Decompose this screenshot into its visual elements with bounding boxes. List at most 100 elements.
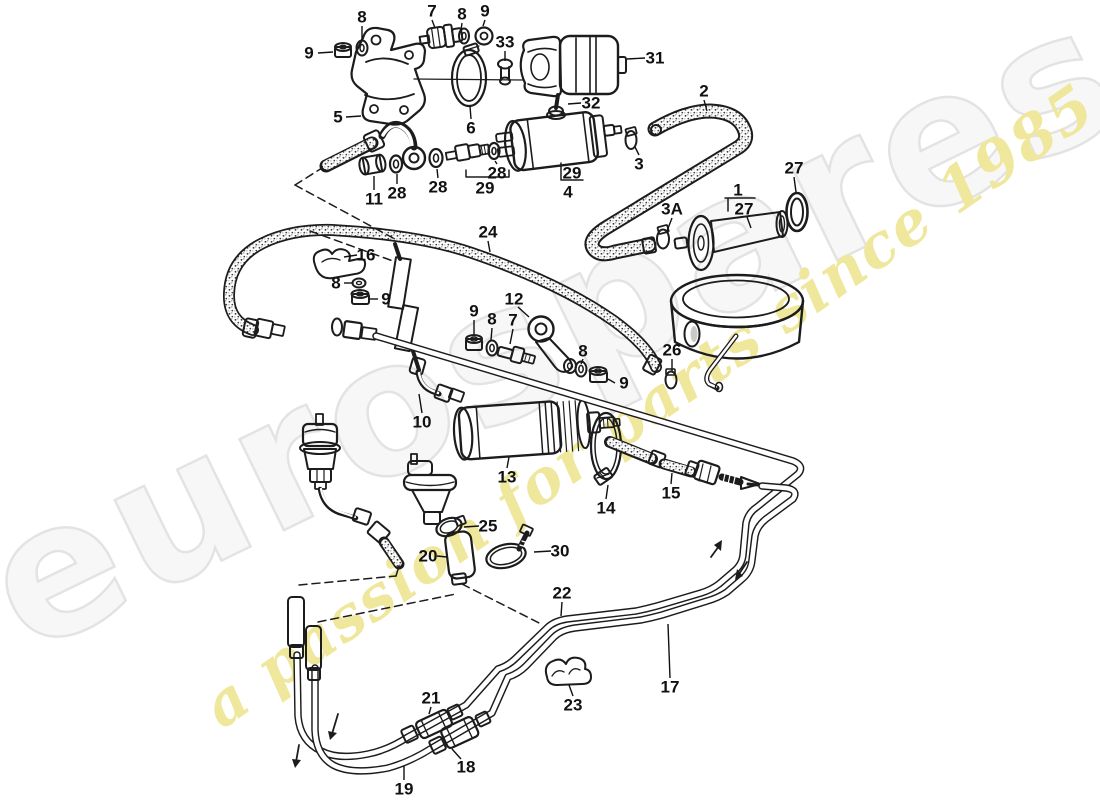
part-label-28: 28 — [429, 178, 448, 197]
part-label-24: 24 — [479, 223, 498, 242]
leader-line-3-10 — [634, 146, 640, 156]
leader-line-8-2 — [460, 22, 463, 31]
leader-line-3A-19 — [666, 217, 673, 232]
leader-line-25-38 — [463, 525, 480, 528]
nut-8-mid — [351, 277, 367, 289]
part-label-9: 9 — [304, 44, 313, 63]
part-label-17: 17 — [661, 678, 680, 697]
nut-9-upper-left — [334, 42, 352, 58]
part-label-8: 8 — [578, 342, 587, 361]
part-label-13: 13 — [498, 468, 517, 487]
seal-ring-27 — [785, 191, 809, 233]
washer-28-a — [388, 154, 404, 174]
washer-28-c — [487, 141, 501, 161]
part-label-9: 9 — [480, 2, 489, 21]
part-label-26: 26 — [663, 341, 682, 360]
part-label-20: 20 — [419, 547, 438, 566]
leader-line-16-24 — [343, 254, 358, 258]
sleeve-11 — [358, 153, 387, 176]
part-label-22: 22 — [553, 584, 572, 603]
part-label-33: 33 — [496, 33, 515, 52]
mounting-bracket-5 — [350, 26, 427, 126]
hose-15 — [604, 436, 790, 490]
part-label-18: 18 — [457, 758, 476, 777]
screw-33 — [497, 58, 513, 86]
part-label-12: 12 — [505, 290, 524, 309]
part-label-8: 8 — [357, 8, 366, 27]
leader-line-30-40 — [533, 550, 552, 553]
band-clamp-6 — [450, 42, 488, 108]
pipe-end-sleeve-b — [305, 625, 322, 671]
check-valve-29 — [444, 143, 491, 162]
pressure-damper — [299, 413, 405, 570]
leader-line-17-42 — [667, 623, 671, 679]
nut-9-banjo — [465, 334, 483, 351]
part-label-4: 4 — [563, 183, 573, 202]
clamp-3 — [624, 126, 638, 150]
part-label-29: 29 — [563, 164, 582, 183]
leader-line-28-14 — [436, 168, 439, 179]
banjo-eye — [401, 145, 427, 171]
leader-line-27-22 — [793, 176, 797, 193]
fuel-pump-31 — [519, 34, 627, 98]
part-label-25: 25 — [479, 517, 498, 536]
connector-18 — [440, 716, 480, 750]
part-label-6: 6 — [466, 119, 475, 138]
part-label-7: 7 — [427, 2, 436, 21]
part-label-2: 2 — [699, 82, 708, 101]
part-label-8: 8 — [457, 5, 466, 24]
washer-28-b — [428, 147, 444, 169]
part-label-1: 1 — [733, 181, 742, 200]
leader-line-8-29 — [490, 327, 493, 341]
part-label-5: 5 — [333, 108, 342, 127]
fuel-pump-4 — [495, 111, 623, 172]
part-label-9: 9 — [619, 374, 628, 393]
part-label-16: 16 — [357, 246, 376, 265]
part-label-28: 28 — [388, 184, 407, 203]
hose-24 — [222, 223, 663, 376]
pressure-regulator — [402, 453, 458, 525]
leader-line-10-34 — [418, 393, 423, 414]
leader-line-9-5 — [317, 51, 334, 54]
leader-line-23-43 — [568, 684, 574, 697]
part-label-3A: 3A — [661, 200, 683, 219]
leader-line-21-44 — [428, 706, 432, 715]
valve-7-top — [418, 23, 464, 50]
part-label-8: 8 — [487, 310, 496, 329]
leader-line-14-36 — [605, 484, 609, 500]
leader-line-2-11 — [703, 99, 708, 112]
clip-8-upper-left — [355, 39, 369, 57]
nut-9-banjo-b — [588, 366, 608, 383]
part-label-14: 14 — [597, 499, 616, 518]
leader-line-20-39 — [436, 555, 448, 558]
pipe-clip-23 — [544, 656, 592, 686]
clamp-30 — [485, 523, 534, 570]
flow-arrows — [292, 540, 748, 768]
watermark-brand-text: eurospares — [0, 0, 1100, 696]
leader-line-12-27 — [517, 306, 530, 318]
leader-line-6-9 — [469, 105, 472, 120]
leader-line-15-37 — [670, 472, 673, 485]
part-label-28: 28 — [488, 164, 507, 183]
washer-8-banjo-b — [574, 360, 588, 378]
clamp-26 — [664, 368, 678, 390]
leader-line-9-32 — [607, 378, 616, 384]
chassis-pipes — [287, 317, 805, 775]
washer-8-top — [458, 27, 470, 45]
hose-2 — [584, 103, 754, 262]
dashed-assembly-lines — [294, 167, 544, 626]
leader-line-8-31 — [580, 358, 584, 365]
part-label-10: 10 — [413, 413, 432, 432]
leader-line-31-6 — [626, 57, 646, 60]
leader-line-9-3 — [482, 19, 486, 27]
part-label-8: 8 — [331, 274, 340, 293]
leader-line-28-15 — [494, 160, 498, 165]
hose-sleeve-20 — [444, 530, 476, 586]
leader-line-7-30 — [509, 328, 514, 345]
part-label-23: 23 — [564, 696, 583, 715]
connector-21 — [415, 708, 453, 740]
nut-9-top — [474, 26, 494, 46]
